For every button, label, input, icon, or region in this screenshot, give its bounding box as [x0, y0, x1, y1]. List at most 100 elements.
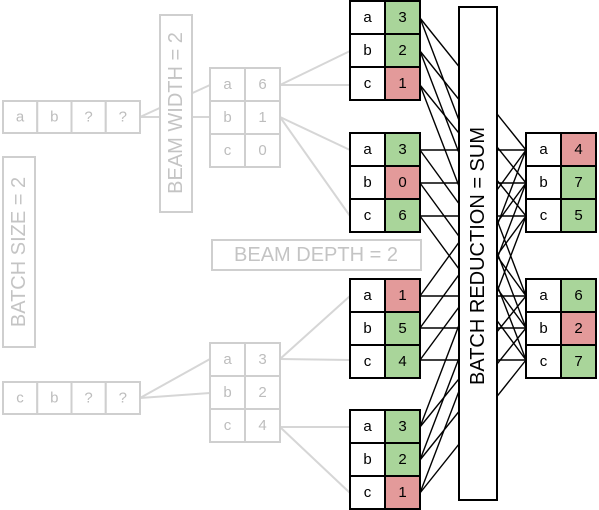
label-cell — [209, 408, 246, 443]
row-value: 7 — [574, 174, 582, 191]
label-cell — [525, 132, 562, 167]
row-label: b — [363, 42, 371, 59]
label-cell — [349, 409, 386, 444]
row-value: 2 — [398, 451, 406, 468]
row-label: a — [363, 287, 372, 304]
row-label: c — [364, 484, 372, 501]
token-cell — [36, 381, 73, 415]
beam-width-label: BEAM WIDTH = 2 — [165, 32, 187, 194]
row-label: b — [363, 174, 371, 191]
value-cell — [244, 342, 281, 377]
candidate-table: a 3 b 2 c 1 — [349, 409, 421, 510]
row-value: 3 — [398, 418, 406, 435]
row-label: a — [223, 76, 232, 93]
row-label: c — [224, 417, 232, 434]
batch-size-label-box: BATCH SIZE = 2 — [2, 156, 36, 348]
row-value: 1 — [258, 109, 266, 126]
value-cell — [384, 165, 421, 200]
beam-table: a 6 b 1 c 0 — [209, 67, 281, 168]
label-cell — [349, 33, 386, 68]
row-label: a — [363, 9, 372, 26]
beam-depth-label-box: BEAM DEPTH = 2 — [211, 239, 422, 271]
value-cell — [244, 375, 281, 410]
label-cell — [349, 475, 386, 510]
row-label: c — [364, 207, 372, 224]
row-label: a — [539, 141, 548, 158]
token-cell — [104, 100, 141, 134]
input-sequences: a b?? c b?? — [2, 100, 141, 415]
value-cell — [560, 344, 597, 379]
value-cell — [384, 66, 421, 101]
row-label: b — [539, 174, 547, 191]
value-cell — [560, 198, 597, 233]
grey-connectors — [139, 50, 351, 494]
row-label: b — [223, 384, 231, 401]
row-label: b — [539, 320, 547, 337]
row-label: c — [364, 75, 372, 92]
value-cell — [384, 475, 421, 510]
row-label: b — [363, 320, 371, 337]
beam-width-label-box: BEAM WIDTH = 2 — [159, 14, 193, 213]
value-cell — [244, 133, 281, 168]
row-value: 1 — [398, 287, 406, 304]
token-cell — [2, 100, 39, 134]
row-label: a — [223, 351, 232, 368]
value-cell — [384, 442, 421, 477]
value-cell — [384, 344, 421, 379]
token-cell — [104, 381, 141, 415]
batch-reduction-label: BATCH REDUCTION = SUM — [467, 127, 489, 385]
token-text: ? — [119, 109, 127, 126]
row-value: 6 — [258, 76, 266, 93]
row-label: a — [539, 287, 548, 304]
row-value: 3 — [398, 9, 406, 26]
row-label: c — [540, 353, 548, 370]
row-label: b — [223, 109, 231, 126]
token-text: b — [50, 390, 58, 407]
token-text: a — [16, 109, 25, 126]
token-cell — [70, 100, 107, 134]
input-sequence: c b?? — [2, 381, 141, 415]
row-value: 4 — [398, 353, 406, 370]
row-label: b — [363, 451, 371, 468]
token-text: b — [50, 109, 58, 126]
value-cell — [384, 311, 421, 346]
row-label: c — [364, 353, 372, 370]
value-cell — [244, 408, 281, 443]
label-cell — [209, 375, 246, 410]
row-value: 4 — [258, 417, 266, 434]
row-label: a — [363, 418, 372, 435]
row-value: 7 — [574, 353, 582, 370]
row-value: 2 — [574, 320, 582, 337]
row-label: a — [363, 141, 372, 158]
row-value: 0 — [258, 142, 266, 159]
label-cell — [349, 442, 386, 477]
row-value: 3 — [258, 351, 266, 368]
row-value: 6 — [398, 207, 406, 224]
batch-size-label: BATCH SIZE = 2 — [8, 177, 30, 327]
row-value: 5 — [574, 207, 582, 224]
row-label: c — [224, 142, 232, 159]
batch-reduction-bar: BATCH REDUCTION = SUM — [458, 6, 498, 501]
value-cell — [384, 409, 421, 444]
token-text: ? — [84, 390, 92, 407]
row-value: 0 — [398, 174, 406, 191]
value-cell — [384, 198, 421, 233]
row-value: 1 — [398, 484, 406, 501]
token-text: c — [16, 390, 24, 407]
row-value: 4 — [574, 141, 582, 158]
label-cell — [525, 198, 562, 233]
token-cell — [36, 100, 73, 134]
token-text: ? — [119, 390, 127, 407]
token-text: ? — [84, 109, 92, 126]
value-cell — [384, 132, 421, 167]
row-value: 3 — [398, 141, 406, 158]
